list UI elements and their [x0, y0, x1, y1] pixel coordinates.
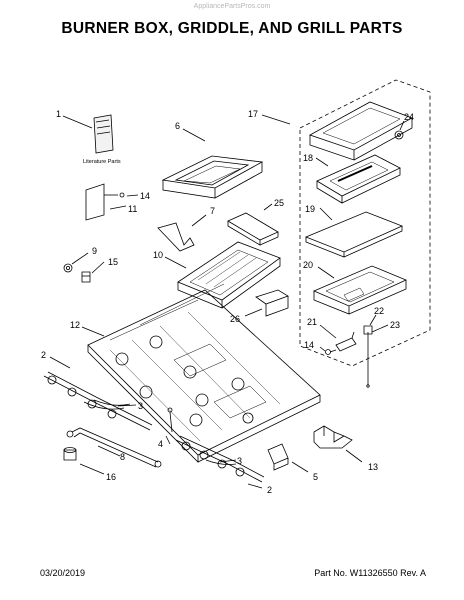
- callout-14: 14: [140, 191, 150, 201]
- griddle-bracket: [335, 331, 357, 352]
- literature-label: Literature Parts: [83, 159, 121, 165]
- watermark: AppliancePartsPros.com: [193, 3, 271, 10]
- callout-2-upper: 2: [41, 350, 46, 360]
- griddle-burner-frame: [316, 154, 401, 204]
- callout-26: 26: [230, 314, 240, 324]
- callout-10: 10: [153, 250, 163, 260]
- callout-11: 11: [128, 204, 137, 214]
- igniter: [167, 407, 173, 433]
- callout-22: 22: [374, 306, 384, 316]
- callout-15: 15: [108, 257, 118, 267]
- literature-parts: [93, 114, 114, 154]
- valve-manifold-upper: [43, 371, 153, 431]
- burner-box: [161, 155, 264, 199]
- callout-6: 6: [175, 121, 180, 131]
- callout-19: 19: [305, 204, 315, 214]
- burner-bracket: [313, 425, 353, 449]
- grill-grate: [177, 241, 281, 309]
- gas-tubes-upper: [83, 399, 131, 410]
- griddle-clip: [157, 222, 195, 252]
- grease-fitting: [394, 130, 404, 140]
- callout-5: 5: [313, 472, 318, 482]
- griddle-heat-plate: [304, 211, 404, 258]
- gas-tubes-lower: [205, 459, 237, 465]
- callout-9: 9: [92, 246, 97, 256]
- callout-21: 21: [307, 317, 317, 327]
- griddle-kit-enclosure: [299, 79, 431, 367]
- mounting-bracket: [255, 289, 289, 317]
- callout-3-lower: 3: [237, 456, 242, 466]
- callout-3-upper: 3: [138, 401, 143, 411]
- callout-7: 7: [210, 206, 215, 216]
- side-bracket: [85, 183, 125, 221]
- page-title: BURNER BOX, GRIDDLE, AND GRILL PARTS: [61, 20, 403, 37]
- callout-24: 24: [404, 112, 414, 122]
- callout-12: 12: [70, 320, 80, 330]
- griddle-plate: [309, 101, 413, 161]
- callout-13: 13: [368, 462, 378, 472]
- footer-date: 03/20/2019: [40, 568, 86, 578]
- callout-16: 16: [106, 472, 116, 482]
- callout-20: 20: [303, 260, 313, 270]
- grease-trough: [227, 212, 279, 246]
- callout-17: 17: [248, 109, 258, 119]
- callout-14b: 14: [304, 340, 314, 350]
- burner-box-base: [87, 283, 321, 463]
- valve-nut: [81, 271, 91, 283]
- orifice-fitting: [63, 263, 73, 273]
- valve-manifold-lower: [175, 435, 265, 483]
- footer-part-number: Part No. W11326550 Rev. A: [314, 568, 426, 578]
- gas-pipe: [66, 427, 162, 468]
- griddle-screw: [325, 349, 337, 355]
- callout-2-lower: 2: [267, 485, 272, 495]
- callout-18: 18: [303, 153, 313, 163]
- valve-bracket: [267, 443, 289, 471]
- callout-8: 8: [120, 452, 125, 462]
- callout-25: 25: [274, 198, 284, 208]
- temperature-probe: [363, 325, 373, 388]
- griddle-drip-pan: [312, 265, 408, 315]
- callout-23: 23: [390, 320, 400, 330]
- callout-1: 1: [56, 109, 61, 119]
- pipe-fitting: [63, 447, 77, 461]
- callout-4: 4: [158, 439, 163, 449]
